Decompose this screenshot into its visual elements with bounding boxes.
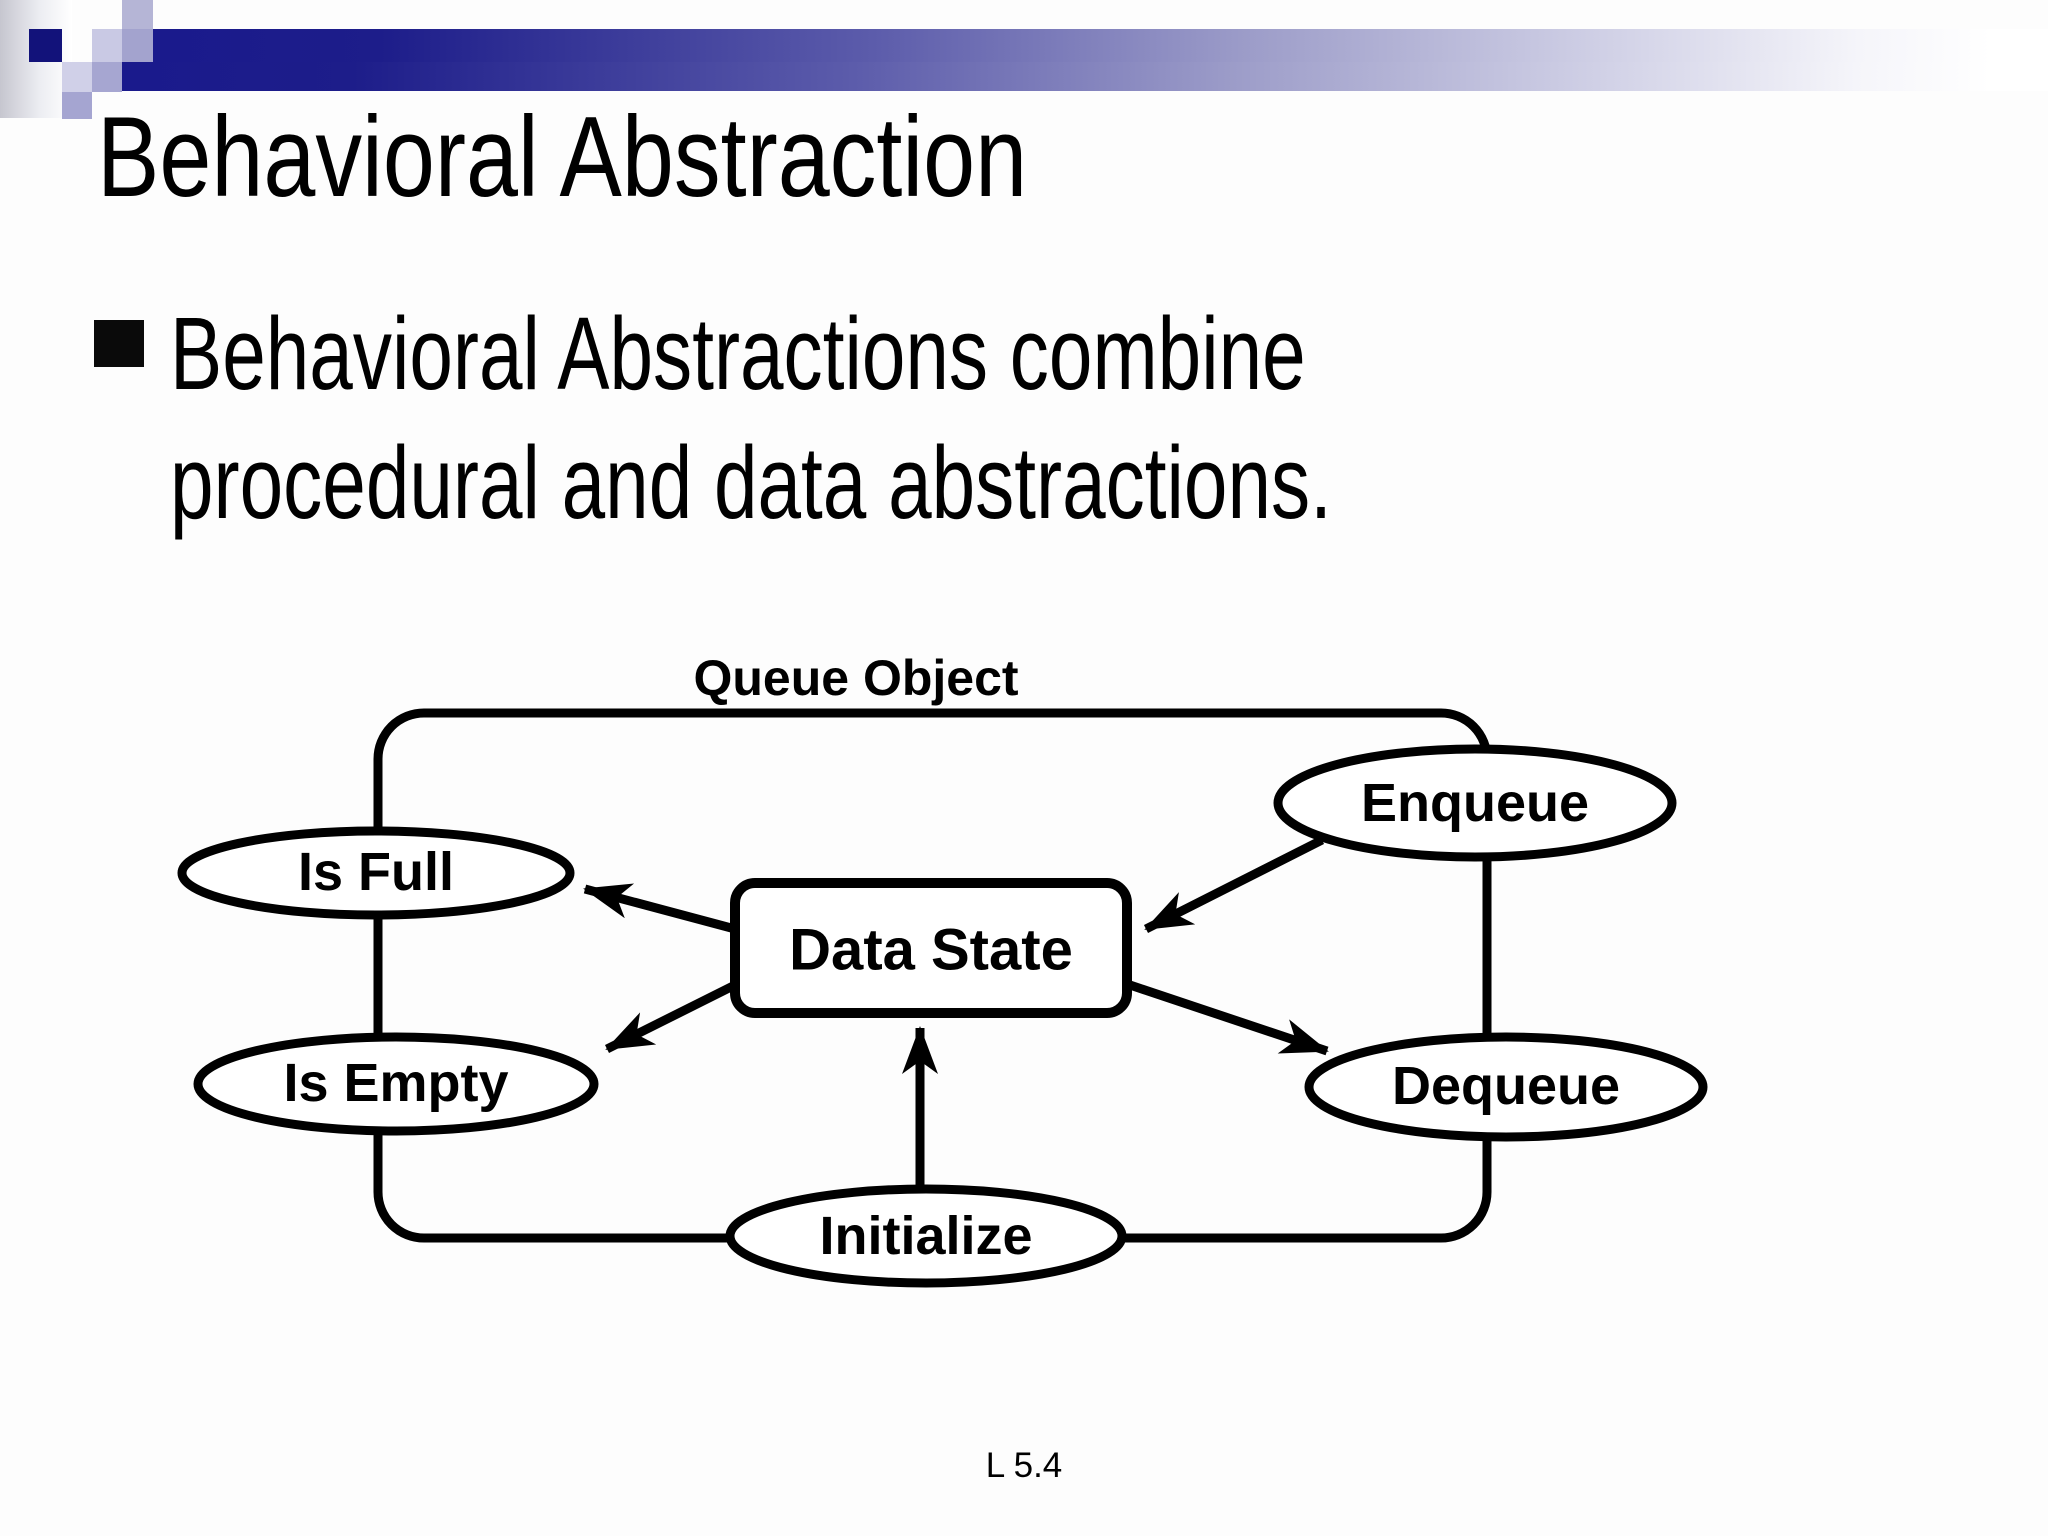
deco-square: [92, 62, 122, 92]
enqueue-label: Enqueue: [1360, 773, 1590, 833]
slide-number: L 5.4: [985, 1446, 1063, 1485]
arrow-datastate-to-isempty: [604, 980, 738, 1054]
data-state-box: [730, 878, 1132, 1018]
dequeue-label: Dequeue: [1391, 1056, 1621, 1116]
bullet-text: Behavioral Abstractions combine procedur…: [170, 290, 1332, 548]
initialize-label: Initialize: [819, 1206, 1033, 1266]
is-empty-label: Is Empty: [283, 1053, 509, 1113]
deco-square: [62, 62, 92, 92]
deco-square: [92, 29, 122, 62]
diagram-title: Queue Object: [693, 650, 1019, 706]
is-full-node: [177, 826, 575, 920]
arrow-datastate-to-isfull: [583, 883, 737, 934]
deco-square: [29, 29, 62, 62]
dequeue-node: [1304, 1032, 1708, 1142]
arrow-enqueue-to-datastate: [1143, 835, 1325, 934]
title-accent-bar-top: [153, 29, 2048, 62]
is-empty-node: [193, 1032, 599, 1136]
bullet-square-icon: [94, 320, 144, 367]
initialize-node: [725, 1184, 1127, 1288]
deco-square: [122, 0, 153, 29]
deco-square: [62, 92, 92, 119]
enqueue-node: [1273, 744, 1677, 862]
page-title: Behavioral Abstraction: [97, 94, 1028, 221]
bullet-line-2: procedural and data abstractions.: [170, 424, 1332, 540]
title-accent-bar-bottom: [122, 62, 2048, 91]
data-state-label: Data State: [789, 917, 1073, 983]
deco-square: [122, 29, 153, 62]
bullet-line-1: Behavioral Abstractions combine: [170, 296, 1306, 411]
is-full-label: Is Full: [297, 842, 455, 902]
arrow-datastate-to-dequeue: [1125, 979, 1329, 1056]
